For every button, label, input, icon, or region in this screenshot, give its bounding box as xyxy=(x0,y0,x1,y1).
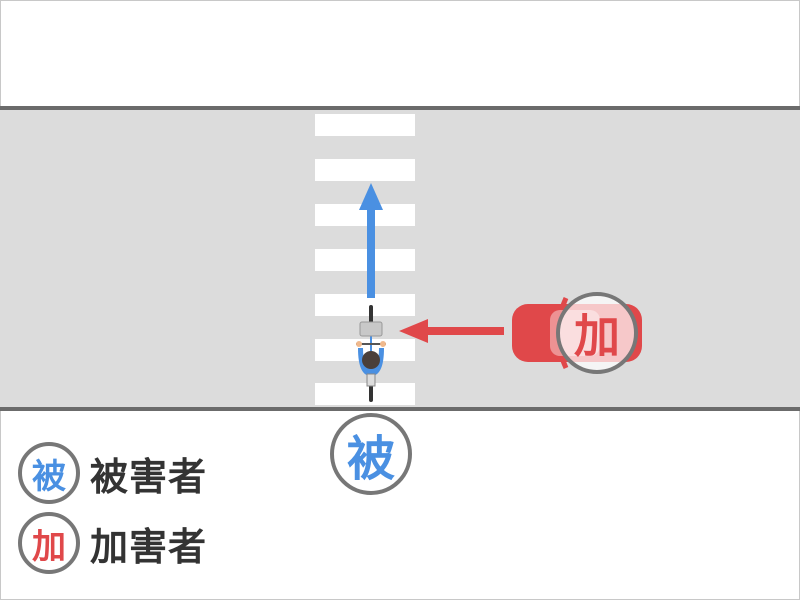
crosswalk-stripe xyxy=(315,339,415,361)
perpetrator-legend-char: 加 xyxy=(32,526,66,567)
perpetrator-legend-label: 加害者 xyxy=(90,524,208,569)
victim-legend-marker: 被 xyxy=(18,442,80,504)
crosswalk-stripe xyxy=(315,159,415,181)
crosswalk-stripe xyxy=(315,294,415,316)
victim-arrow-icon xyxy=(359,183,383,298)
victim-legend-char: 被 xyxy=(32,456,66,497)
legend-item-victim: 被 被害者 xyxy=(18,442,207,504)
crosswalk-stripe xyxy=(315,114,415,136)
crosswalk-stripe xyxy=(315,249,415,271)
victim-marker: 被 xyxy=(330,413,412,495)
crosswalk-stripe xyxy=(315,383,415,405)
perpetrator-marker-char: 加 xyxy=(574,309,620,363)
victim-marker-char: 被 xyxy=(346,431,395,487)
perpetrator-legend-marker: 加 xyxy=(18,512,80,574)
crosswalk-stripe xyxy=(315,204,415,226)
legend-item-perpetrator: 加 加害者 xyxy=(18,512,207,574)
perpetrator-marker: 加 xyxy=(556,292,638,374)
perpetrator-arrow-icon xyxy=(399,319,504,343)
bicycle-icon xyxy=(356,305,386,402)
victim-legend-label: 被害者 xyxy=(90,454,208,499)
